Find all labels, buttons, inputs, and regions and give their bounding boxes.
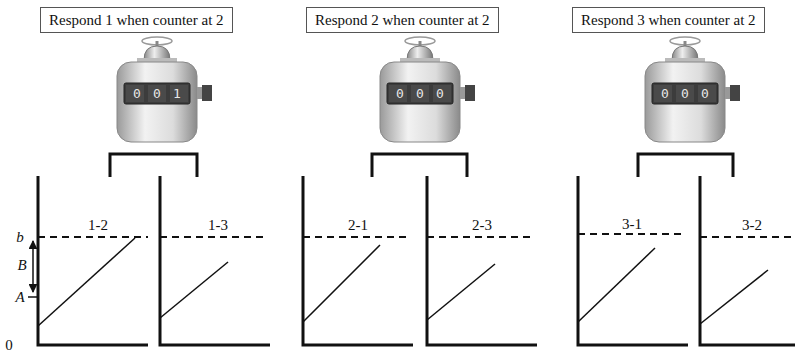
instruction-box: Respond 3 when counter at 2 [572, 7, 765, 33]
counter-digit: 0 [396, 87, 404, 100]
axis-label: b [16, 230, 24, 245]
panel-title: 2-1 [348, 218, 368, 233]
panel-title: 1-2 [88, 218, 108, 233]
instruction-text: Respond 3 when counter at 2 [581, 12, 756, 28]
axis-label: B [17, 258, 26, 273]
axis-origin: 0 [5, 338, 13, 353]
counter-digit: 0 [681, 87, 689, 100]
instruction-box: Respond 2 when counter at 2 [306, 7, 499, 33]
counter-digit: 0 [133, 87, 141, 100]
panel-title: 1-3 [208, 218, 228, 233]
instruction-text: Respond 1 when counter at 2 [49, 12, 224, 28]
panel-title: 2-3 [472, 218, 492, 233]
panel-title: 3-2 [742, 218, 762, 233]
counter-digit: 0 [416, 87, 424, 100]
instruction-text: Respond 2 when counter at 2 [315, 12, 490, 28]
counter-digit: 0 [436, 87, 444, 100]
counter-digit: 0 [701, 87, 709, 100]
panel-title: 3-1 [622, 217, 642, 232]
axis-label: A [15, 290, 24, 305]
counter-digit: 1 [173, 87, 181, 100]
counter-digit: 0 [153, 87, 161, 100]
instruction-box: Respond 1 when counter at 2 [40, 7, 233, 33]
counter-digit: 0 [661, 87, 669, 100]
